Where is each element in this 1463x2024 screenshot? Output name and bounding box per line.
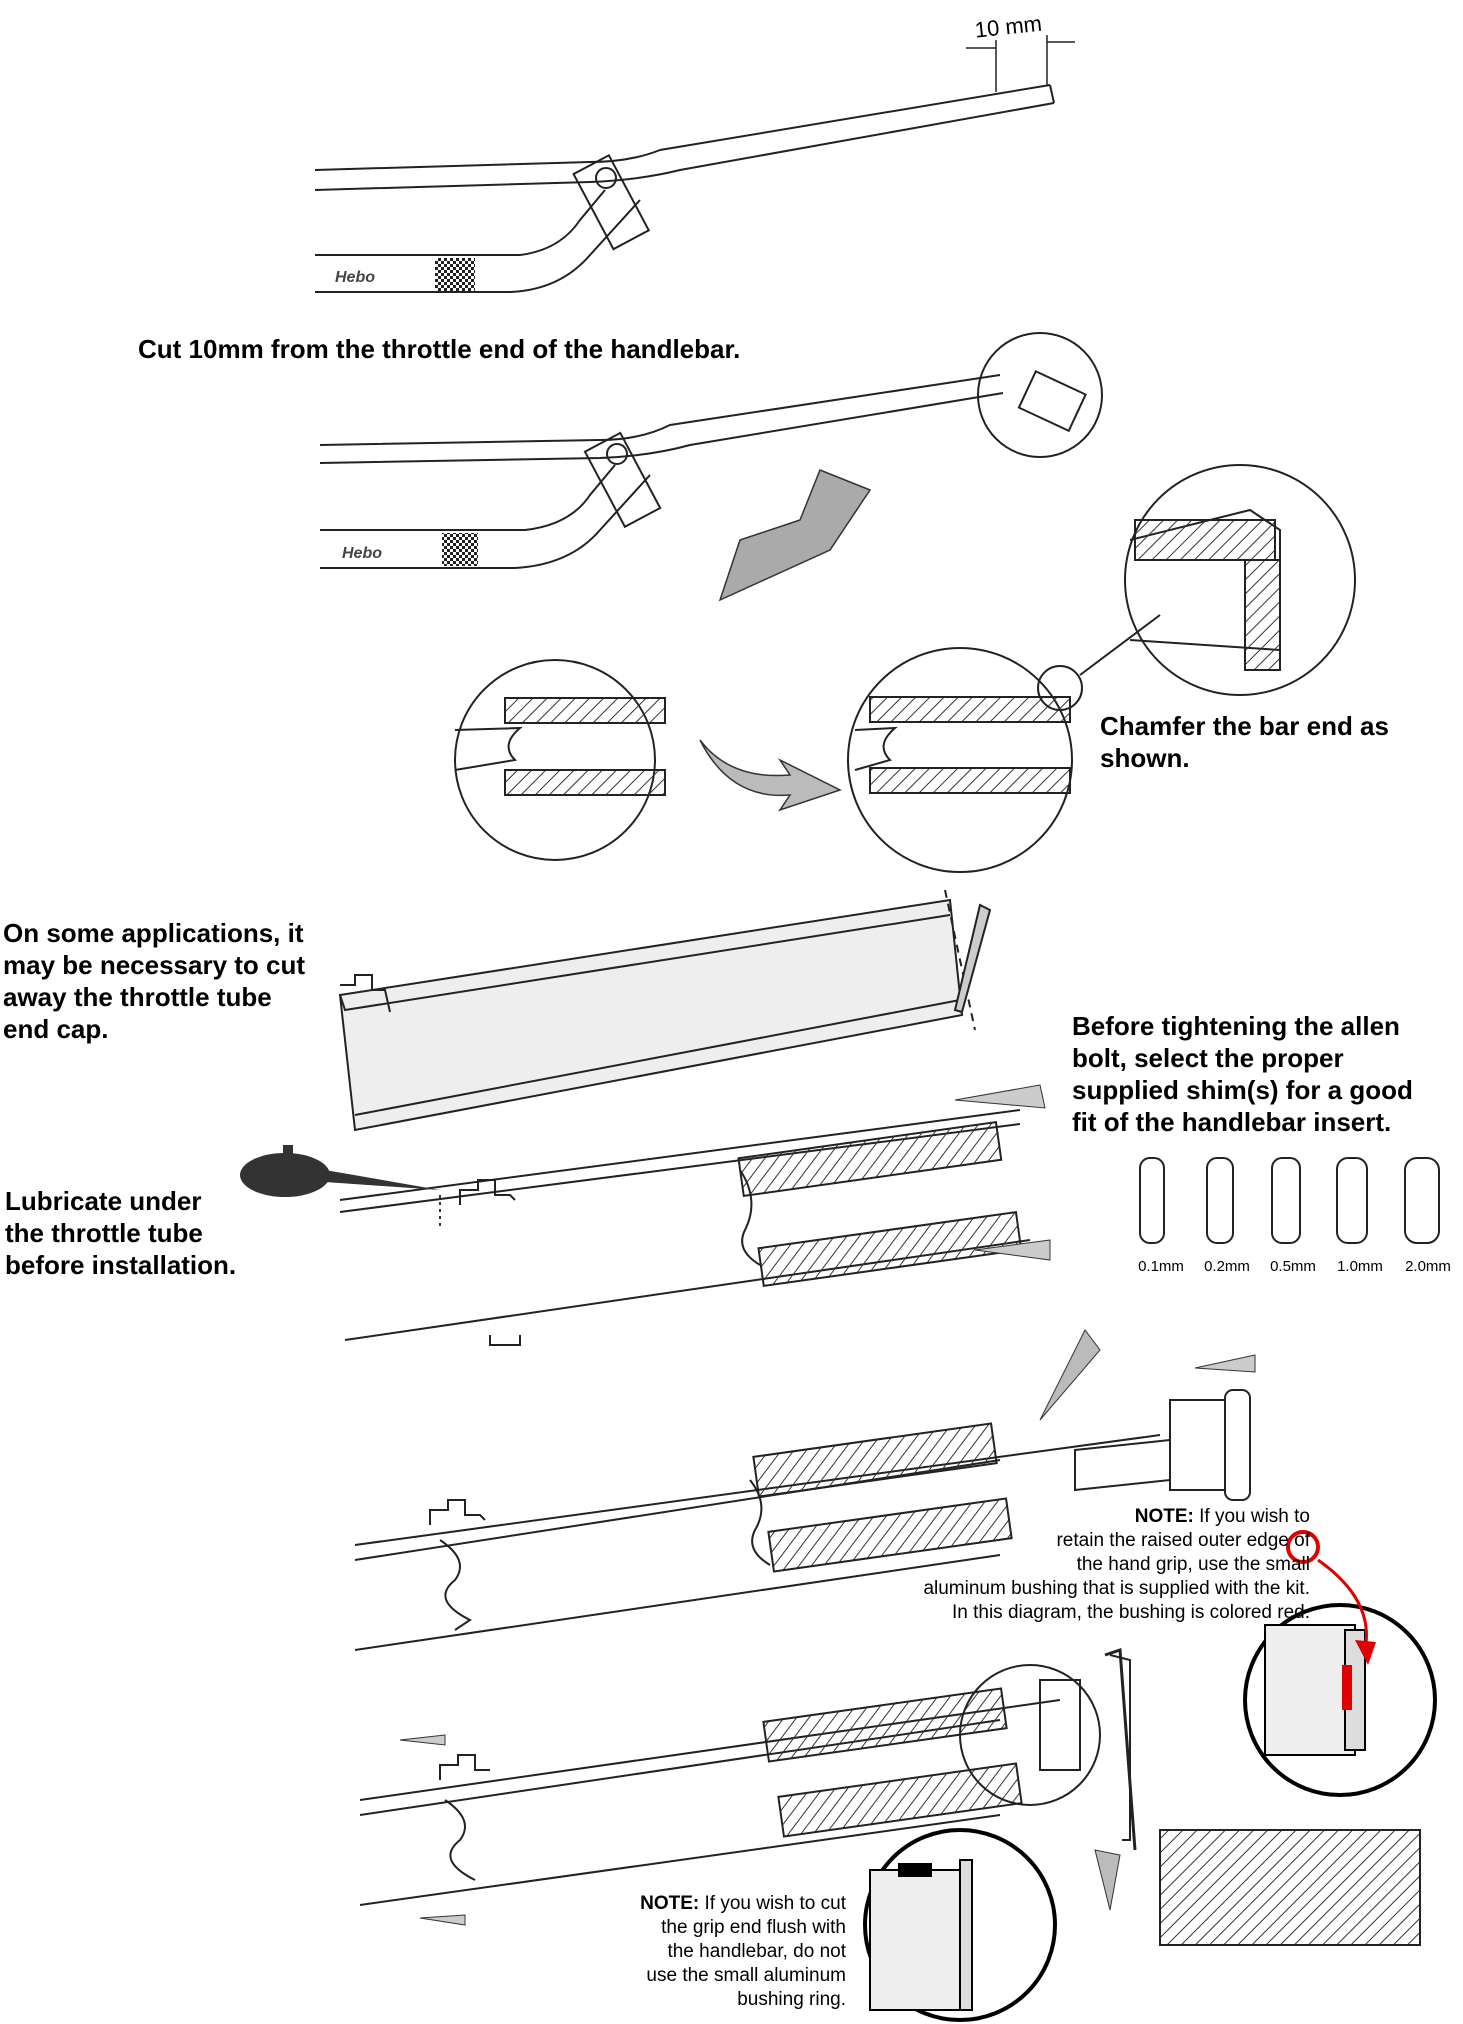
shim-set	[1139, 1157, 1440, 1244]
shim-label-0.1: 0.1mm	[1138, 1258, 1184, 1275]
note-bushing-body: If you wish to retain the raised outer e…	[923, 1506, 1310, 1623]
push-arrow-1	[399, 1734, 446, 1746]
assembly-step-insert	[354, 1389, 1251, 1651]
instruction-chamfer: Chamfer the bar end as shown.	[1100, 711, 1389, 773]
cap-arrow	[1194, 1354, 1256, 1373]
note-bushing: NOTE: If you wish to retain the raised o…	[830, 1505, 1310, 1625]
oil-can-icon	[240, 1145, 441, 1230]
bushing-arrow-head	[1355, 1640, 1376, 1665]
note-flush: NOTE: If you wish to cut the grip end fl…	[560, 1892, 846, 2012]
push-arrow-2	[419, 1914, 466, 1926]
detail-flush-circle	[863, 1828, 1057, 2022]
bushing-pointer-arrow	[1317, 1558, 1368, 1651]
detail-bushing-circle	[1243, 1530, 1437, 1797]
insert-arrow	[1039, 1329, 1101, 1421]
handlebar-middle	[319, 332, 1103, 569]
note-bushing-lead: NOTE:	[1134, 1506, 1194, 1527]
instruction-cut-end-cap: On some applications, it may be necessar…	[3, 918, 306, 1044]
allen-key-icon	[1104, 1647, 1137, 1851]
grip-knurl-middle	[442, 533, 478, 566]
red-bushing	[1342, 1665, 1352, 1710]
logo-hebo-middle: Hebo	[342, 545, 382, 562]
detail-chamfer-zoom	[1124, 464, 1356, 696]
assembly-step-final	[359, 1654, 1421, 1946]
shim-label-0.5: 0.5mm	[1270, 1258, 1316, 1275]
instruction-cut-handlebar: Cut 10mm from the throttle end of the ha…	[138, 334, 741, 364]
logo-hebo-top: Hebo	[335, 269, 375, 286]
shim-label-2.0: 2.0mm	[1405, 1258, 1451, 1275]
shim-label-1.0: 1.0mm	[1337, 1258, 1383, 1275]
dimension-label: 10 mm	[974, 11, 1043, 43]
dimension-marker	[966, 35, 1075, 92]
handlebar-top	[314, 84, 1055, 293]
cut-direction-arrow	[718, 469, 872, 602]
shim-label-0.2: 0.2mm	[1204, 1258, 1250, 1275]
shim-arrow-2	[974, 1239, 1051, 1261]
throttle-tube	[338, 889, 992, 1132]
process-arrow	[699, 739, 842, 812]
note-flush-body: If you wish to cut the grip end flush wi…	[646, 1893, 846, 2010]
grip-knurl-top	[435, 258, 475, 291]
instruction-lubricate: Lubricate under the throttle tube before…	[5, 1186, 237, 1280]
instruction-select-shims: Before tightening the allen bolt, select…	[1072, 1011, 1413, 1137]
detail-before-chamfer	[454, 659, 666, 861]
note-flush-lead: NOTE:	[640, 1893, 700, 1914]
handlebar-insert-tube	[339, 1109, 1031, 1346]
detail-arrow	[1094, 1849, 1121, 1911]
detail-after-chamfer	[847, 614, 1161, 873]
shim-arrow-1	[954, 1084, 1046, 1109]
